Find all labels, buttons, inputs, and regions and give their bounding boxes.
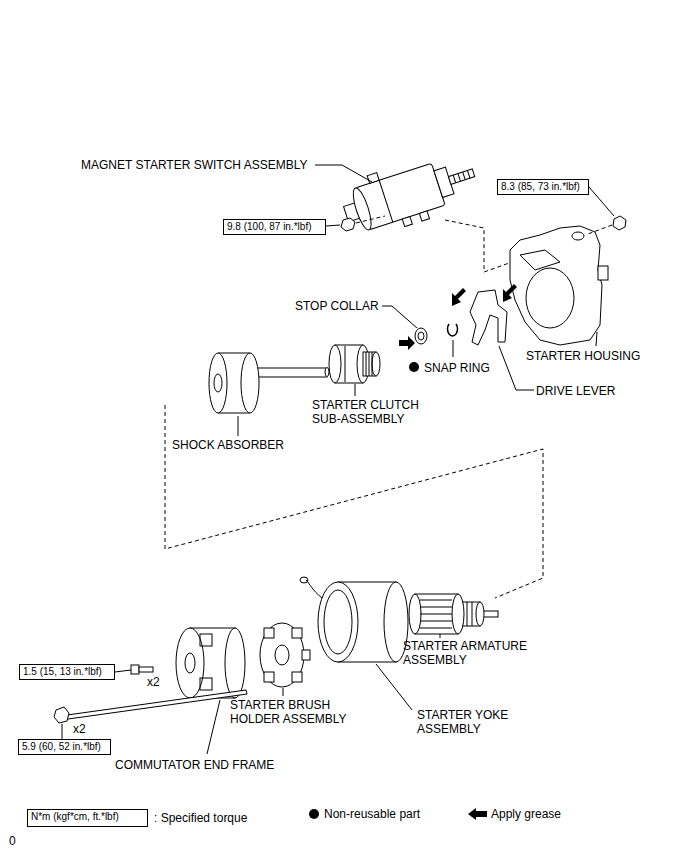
torque-value: 8.3 (85, 73 in.*lbf) <box>501 181 580 192</box>
housing-detail <box>520 250 560 270</box>
torque-box: 9.8 (100, 87 in.*lbf) <box>223 219 326 235</box>
clutch-drawing <box>329 345 380 383</box>
torque-box: 8.3 (85, 73 in.*lbf) <box>497 179 589 195</box>
leader-line <box>355 384 356 396</box>
non-reusable-mark <box>309 809 319 819</box>
through-bolt <box>54 690 247 723</box>
leader-line <box>207 700 220 754</box>
drive-lever-drawing <box>470 290 507 345</box>
leader-line <box>283 688 284 696</box>
grease-arrow <box>503 284 517 302</box>
leader-line <box>326 225 340 226</box>
leader-line <box>440 634 441 638</box>
part-name: MAGNET STARTER SWITCH ASSEMBLY <box>81 158 307 172</box>
part-name: SHOCK ABSORBER <box>172 438 284 452</box>
assembly-line <box>356 216 385 223</box>
stop-collar-drawing <box>415 328 427 344</box>
leader-line <box>589 187 614 216</box>
part-name: 0 <box>9 834 16 848</box>
torque-box: 1.5 (15, 13 in.*lbf) <box>19 664 115 680</box>
part-name: x2 <box>147 675 160 689</box>
grease-arrow <box>399 336 415 350</box>
leader-line <box>315 165 372 182</box>
leader-line <box>376 664 412 710</box>
part-name: STOP COLLAR <box>295 299 379 313</box>
part-name: COMMUTATOR END FRAME <box>115 758 274 772</box>
part-name: STARTER YOKE ASSEMBLY <box>417 708 527 736</box>
leader-line <box>453 340 454 357</box>
legend-text: : Specified torque <box>154 811 247 825</box>
snap-ring-drawing <box>447 324 457 336</box>
magnet-switch-drawing <box>337 144 483 242</box>
legend-text: Apply grease <box>491 807 561 821</box>
housing-opening <box>526 268 574 328</box>
housing-drawing <box>510 226 602 345</box>
part-name: DRIVE LEVER <box>536 384 615 398</box>
end-frame-drawing <box>176 628 245 698</box>
part-name: SNAP RING <box>424 361 490 375</box>
part-name: STARTER CLUTCH SUB-ASSEMBLY <box>312 398 437 426</box>
leader-line <box>115 670 131 672</box>
torque-value: 9.8 (100, 87 in.*lbf) <box>227 221 312 232</box>
screw <box>131 665 153 674</box>
leader-line <box>382 306 417 328</box>
assembly-line <box>445 220 512 272</box>
non-reusable-mark <box>409 362 419 372</box>
housing-hole <box>572 232 584 240</box>
torque-box: 5.9 (60, 52 in.*lbf) <box>18 739 111 755</box>
stop-collar-hole <box>418 332 424 340</box>
bolt <box>341 218 355 231</box>
leader-line <box>62 724 63 739</box>
part-name: STARTER BRUSH HOLDER ASSEMBLY <box>230 698 355 726</box>
brush-holder-drawing <box>260 623 310 687</box>
part-name: STARTER ARMATURE ASSEMBLY <box>403 639 538 667</box>
grease-arrow <box>468 808 487 820</box>
yoke-drawing <box>300 577 408 662</box>
leader-line <box>596 332 597 346</box>
torque-value: 1.5 (15, 13 in.*lbf) <box>23 666 102 677</box>
torque-box: N*m (kgf*cm, ft.*lbf) <box>27 809 148 827</box>
torque-value: 5.9 (60, 52 in.*lbf) <box>22 741 101 752</box>
grease-arrow <box>452 288 466 306</box>
leader-line <box>238 416 239 436</box>
part-name: x2 <box>73 722 86 736</box>
assembly-line <box>165 405 543 598</box>
housing-nose <box>598 266 608 280</box>
nut <box>613 216 626 230</box>
assembly-line <box>588 225 612 234</box>
torque-value: N*m (kgf*cm, ft.*lbf) <box>31 811 119 822</box>
armature-drawing <box>409 594 498 634</box>
legend-text: Non-reusable part <box>324 807 420 821</box>
part-name: STARTER HOUSING <box>526 349 640 363</box>
shock-absorber-drawing <box>209 353 329 413</box>
